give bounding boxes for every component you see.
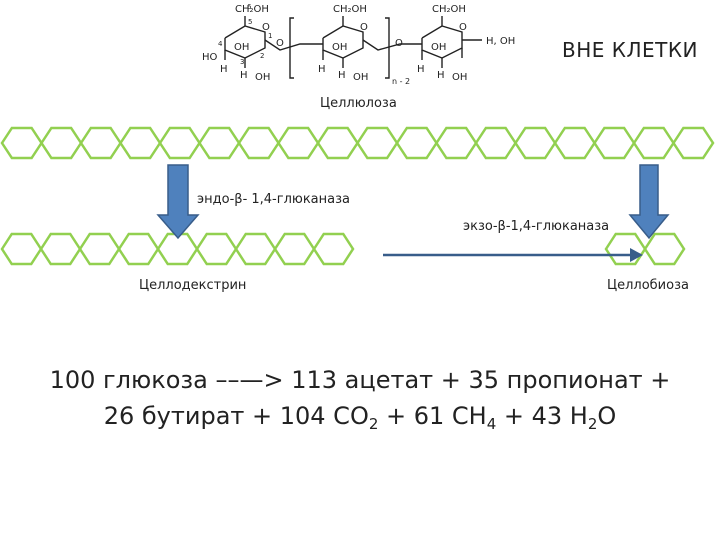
oh-group-5: OH [353,72,368,83]
cellulose-hexagon [158,126,201,160]
ch2oh-label-1: CH₂OH [235,4,269,15]
cellobiose-hexagon-chain [604,232,686,266]
cellulose-label: Целлюлоза [320,96,397,111]
cellulose-hexagon [632,126,675,160]
cellulose-hexagon-chain [0,126,715,160]
cellulose-hexagon [119,126,162,160]
cellulose-structure-formula: CH₂OH CH₂OH CH₂OH O O O O O HO OH OH OH … [202,3,515,86]
cellodextrin-hexagon [234,232,277,266]
cellodextrin-hexagon [312,232,355,266]
h-atom-3: H [318,64,326,75]
cellulose-hexagon [79,126,122,160]
h-atom-4: H [338,70,346,81]
equation-line-2: 26 бутират + 104 CO2 + 61 CH4 + 43 H2O [103,402,617,433]
cellulose-hexagon [198,126,241,160]
reducing-end-label: H, OH [486,36,515,47]
oh-group-4: OH [255,72,270,83]
cellulose-hexagon [593,126,636,160]
exo-enzyme-label: экзо-β-1,4-глюканаза [463,219,610,234]
cellulose-hexagon [514,126,557,160]
exo-arrowhead [630,248,643,262]
fermentation-equation: 100 глюкоза ––—> 113 ацетат + 35 пропион… [0,362,720,434]
cellulose-hexagon [395,126,438,160]
cellobiose-hexagon [604,232,647,266]
cellulose-hexagon [0,126,43,160]
h-atom-1: H [220,64,228,75]
carbon-number-5: 5 [248,18,252,26]
link-oxygen-1: O [276,38,284,49]
cellodextrin-hexagon [0,232,43,266]
h-atom-6: H [437,70,445,81]
cellulose-hexagon [40,126,83,160]
h-atom-2: H [240,70,248,81]
oh-group-2: OH [332,42,347,53]
oh-group-1: OH [234,42,249,53]
carbon-number-6: 6 [247,3,252,11]
ch2oh-label-2: CH₂OH [333,4,367,15]
ch2oh-label-3: CH₂OH [432,4,466,15]
h-atom-5: H [417,64,425,75]
cellodextrin-hexagon-chain [0,232,355,266]
cellulose-hexagon [672,126,715,160]
cellobiose-hexagon [643,232,686,266]
cellodextrin-label: Целлодекстрин [139,278,247,293]
outside-cell-heading: ВНЕ КЛЕТКИ [562,38,699,62]
cellulose-hexagon [356,126,399,160]
cellulose-hexagon [474,126,517,160]
oh-group-3: OH [431,42,446,53]
cellodextrin-hexagon [39,232,82,266]
cellulose-hexagon [435,126,478,160]
ring-oxygen-2: O [360,22,368,33]
oh-group-6: OH [452,72,467,83]
cellobiose-label: Целлобиоза [607,278,689,293]
equation-line-1: 100 глюкоза ––—> 113 ацетат + 35 пропион… [49,366,671,394]
ho-group-label: HO [202,52,218,63]
carbon-number-2: 2 [260,52,264,60]
carbon-number-4: 4 [218,40,223,48]
cellulose-hexagon [553,126,596,160]
carbon-number-3: 3 [240,58,244,66]
endo-enzyme-label: эндо-β- 1,4-глюканаза [197,192,350,207]
cellulose-hexagon [237,126,280,160]
cellodextrin-hexagon [117,232,160,266]
link-oxygen-2: O [395,38,403,49]
exo-down-arrow [628,164,670,240]
cellulose-hexagon [316,126,359,160]
cellulose-hexagon [277,126,320,160]
cellodextrin-hexagon [273,232,316,266]
endo-down-arrow [156,164,200,240]
cellodextrin-hexagon [78,232,121,266]
ring-oxygen-1: O [262,22,270,33]
carbon-number-1: 1 [268,32,272,40]
cellodextrin-hexagon [195,232,238,266]
repeat-index-label: n - 2 [392,77,410,86]
ring-oxygen-3: O [459,22,467,33]
